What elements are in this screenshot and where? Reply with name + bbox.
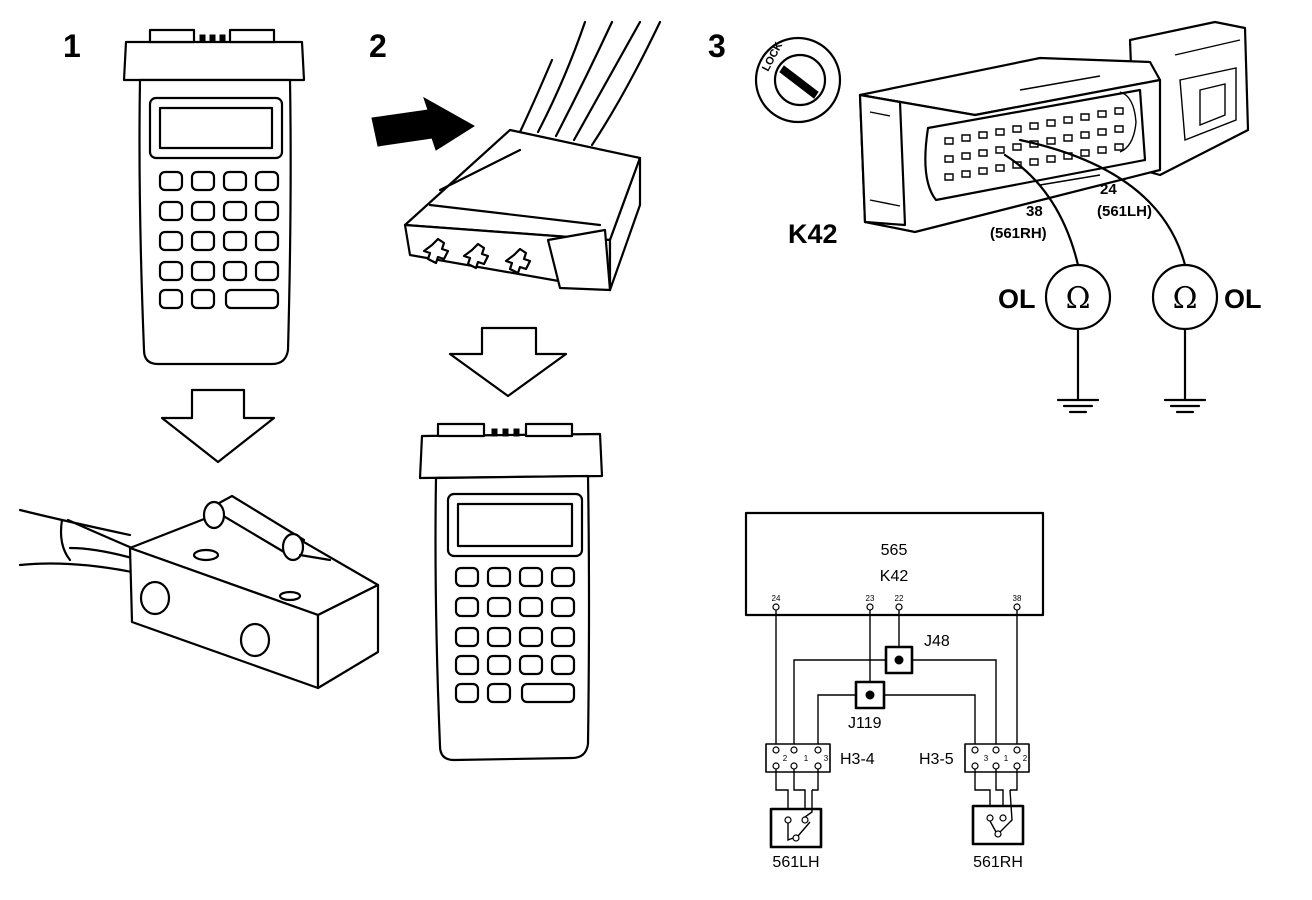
keypad-2	[454, 566, 576, 704]
h3-5-pin-2: 2	[1023, 754, 1028, 763]
ignition-lock-icon: LOCK	[754, 36, 842, 124]
harness-h3-4-label: H3-4	[840, 751, 875, 768]
switch-561lh-label: 561LH	[772, 854, 819, 871]
h3-4-pin-2: 2	[783, 754, 788, 763]
scan-tool-1	[122, 28, 306, 366]
module-k42-label: K42	[880, 568, 909, 585]
harness-connector-h3-5: 3 1 2	[964, 743, 1030, 773]
ohmmeter-right: Ω	[1151, 263, 1219, 414]
switch-561rh-label: 561RH	[973, 854, 1023, 871]
pin-24-label: 24	[772, 594, 781, 603]
ohm-symbol-left: Ω	[1066, 281, 1091, 316]
probe-lead-right	[1018, 138, 1187, 267]
switch-561lh	[769, 790, 823, 849]
h3-5-pin-3: 3	[984, 754, 989, 763]
ohmmeter-left: Ω	[1044, 263, 1112, 414]
pin-38-circuit: (561RH)	[990, 225, 1047, 242]
module-number: 565	[881, 542, 908, 559]
h3-4-pin-1: 1	[804, 754, 809, 763]
door-switch-sensor	[18, 494, 380, 690]
junction-j48-label: J48	[924, 633, 950, 650]
wiring-schematic: 565 K42 24 23 22 38 J48 J119	[744, 511, 1045, 871]
module-label-k42: K42	[788, 219, 838, 249]
step-1-number: 1	[63, 28, 81, 64]
pin-24-number: 24	[1100, 181, 1117, 198]
reading-left: OL	[998, 284, 1036, 314]
step-2-number: 2	[369, 28, 387, 64]
down-arrow-icon	[448, 326, 568, 398]
keypad-1	[158, 170, 280, 310]
pin-38-number: 38	[1026, 203, 1043, 220]
junction-j119-label: J119	[848, 715, 882, 732]
pin-23-label: 23	[866, 594, 875, 603]
harness-connector-h3-4: 2 1 3	[765, 743, 831, 773]
module-box	[744, 511, 1045, 617]
insert-arrow-icon	[371, 96, 475, 151]
switch-561rh	[971, 789, 1025, 846]
probe-lead-left	[1003, 153, 1080, 267]
ohm-symbol-right: Ω	[1173, 281, 1198, 316]
harness-connector-plug	[403, 20, 662, 292]
reading-right: OL	[1224, 284, 1262, 314]
scan-tool-2	[418, 422, 604, 762]
module-connector-k42	[858, 20, 1250, 234]
h3-4-pin-3: 3	[824, 754, 829, 763]
pin-22-label: 22	[895, 594, 904, 603]
pin-38-label: 38	[1013, 594, 1022, 603]
harness-h3-5-label: H3-5	[919, 751, 954, 768]
h3-5-pin-1: 1	[1004, 754, 1009, 763]
pin-24-circuit: (561LH)	[1097, 203, 1152, 220]
step-3-number: 3	[708, 28, 726, 64]
connector-pin-field	[944, 91, 1137, 181]
down-arrow-icon	[160, 388, 276, 464]
